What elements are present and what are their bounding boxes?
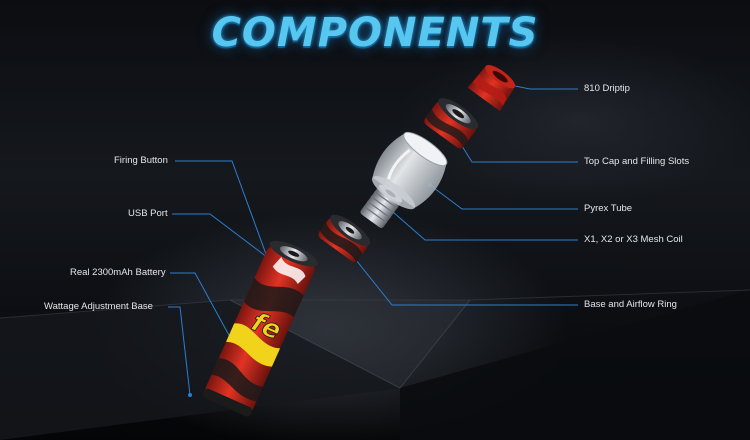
page-title: COMPONENTS xyxy=(211,10,539,56)
leader-line-airflow xyxy=(339,239,578,306)
airflow-base xyxy=(318,214,371,263)
leader-line-wattage-base xyxy=(168,306,191,396)
leader-line-firing-button xyxy=(175,160,283,299)
battery-tube: fe xyxy=(202,240,318,417)
label-firing-button: Firing Button xyxy=(114,155,168,166)
label-usb-port: USB Port xyxy=(128,208,168,219)
label-battery: Real 2300mAh Battery xyxy=(70,267,166,278)
label-wattage-base: Wattage Adjustment Base xyxy=(44,301,153,312)
label-pyrex: Pyrex Tube xyxy=(584,203,633,214)
leader-line-mesh-coil xyxy=(384,204,578,241)
top-cap xyxy=(424,98,479,149)
pyrex-tube xyxy=(371,131,448,210)
label-driptip: 810 Driptip xyxy=(584,83,630,94)
label-mesh-coil: X1, X2 or X3 Mesh Coil xyxy=(584,234,683,245)
drip-tip xyxy=(467,65,516,112)
label-top-cap: Top Cap and Filling Slots xyxy=(584,156,690,167)
label-airflow: Base and Airflow Ring xyxy=(584,299,677,310)
leader-line-pyrex xyxy=(429,184,578,210)
